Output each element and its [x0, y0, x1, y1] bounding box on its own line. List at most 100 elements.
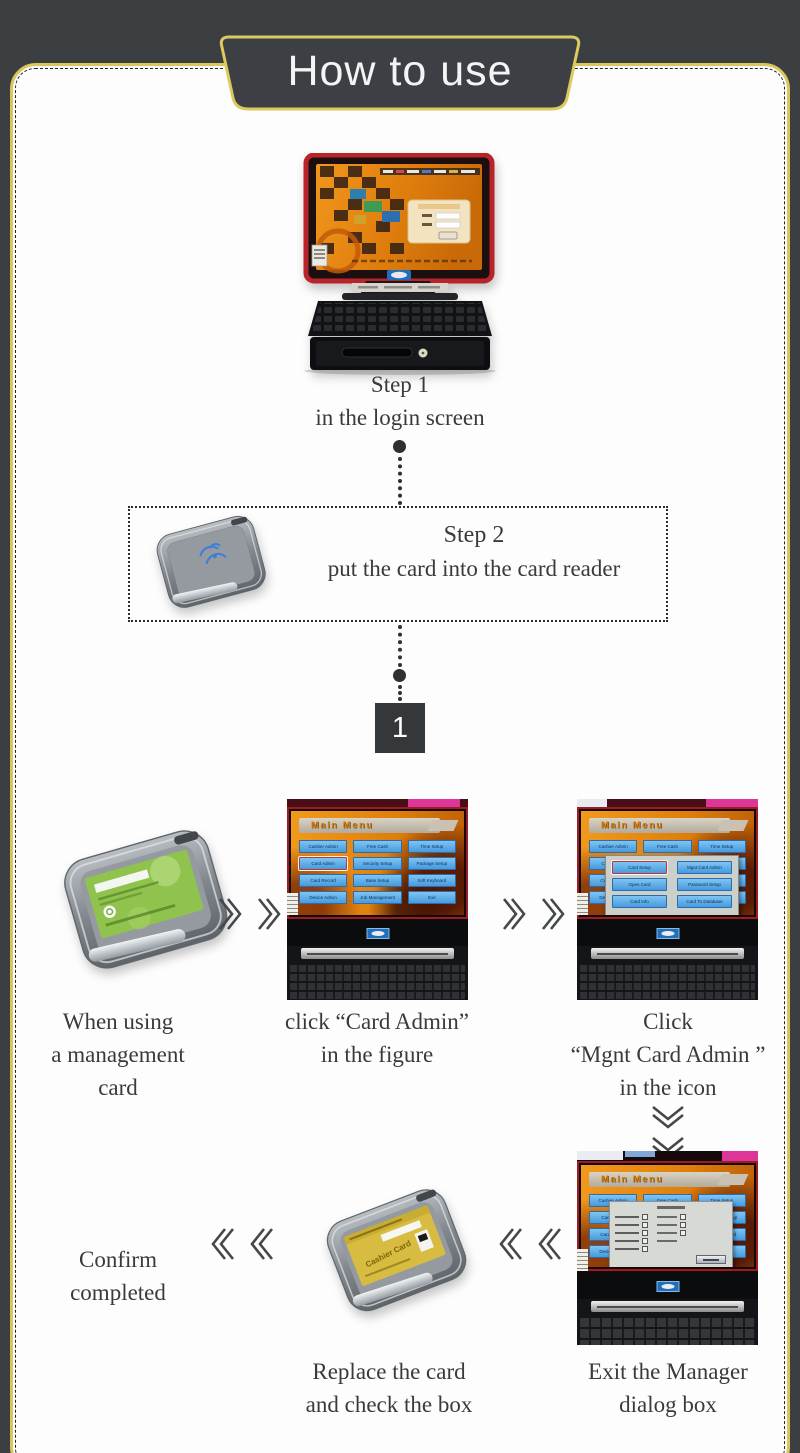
caption-line: a management	[51, 1042, 185, 1067]
caption-when-using: When using a management card	[18, 1005, 218, 1104]
dialog-button-mgnt-card-admin: Mgnt Card Admin	[677, 861, 732, 874]
paper-edge	[577, 799, 607, 807]
caption-line: in the figure	[320, 1042, 434, 1067]
menu-button: Security Setup	[353, 857, 402, 870]
menu-button: Time Setup	[697, 840, 746, 853]
card-label-chip	[414, 1229, 434, 1252]
connector-dot	[393, 440, 406, 453]
card-reader-photo	[146, 514, 278, 616]
login-dialog	[407, 199, 471, 244]
step1-subtitle: in the login screen	[315, 405, 485, 430]
cash-drawer	[304, 337, 496, 375]
title-banner: How to use	[215, 34, 585, 112]
monitor-bezel	[287, 919, 468, 947]
card-slot-notch	[416, 1189, 437, 1202]
main-menu-header: Main Menu	[299, 818, 440, 833]
paper-edge	[577, 1151, 623, 1160]
card-slot-lip	[88, 929, 186, 962]
main-menu-title: Main Menu	[601, 820, 664, 831]
caption-click-mgnt-card-admin: Click “Mgnt Card Admin ” in the icon	[543, 1005, 793, 1104]
dialog-button: Card To Database	[677, 895, 732, 908]
main-menu-title: Main Menu	[601, 1174, 664, 1185]
main-menu-header: Main Menu	[589, 818, 730, 833]
banner-shape	[219, 35, 581, 111]
main-menu-screenshot: Main Menu Cashier Admin Free Cash Time S…	[287, 799, 468, 1000]
menu-button: Base Setup	[353, 874, 402, 887]
dialog-button: Password Setup	[677, 878, 732, 891]
manager-dialog-screenshot: Main Menu Cashier Admin Free Cash Time S…	[577, 1151, 758, 1345]
cashier-card-reader-photo: Cashier Card	[318, 1178, 478, 1330]
caption-line: Replace the card	[312, 1359, 466, 1384]
step2-subtitle: put the card into the card reader	[327, 556, 621, 581]
caption-line: card	[98, 1075, 138, 1100]
menu-button: Time Setup	[407, 840, 456, 853]
management-card	[85, 849, 204, 939]
photo-edge	[287, 799, 468, 808]
pink-sticker	[706, 799, 758, 810]
caption-line: completed	[70, 1280, 166, 1305]
pos-screen: Main Menu Cashier Admin Free Cash Time S…	[581, 811, 754, 915]
pos-screen: Main Menu Cashier Admin Free Cash Time S…	[581, 1165, 754, 1267]
pos-monitor	[303, 153, 495, 284]
monitor-frame: Main Menu Cashier Admin Free Cash Time S…	[577, 807, 758, 919]
drawer-handle	[341, 347, 413, 358]
pink-sticker	[408, 799, 460, 810]
menu-button: Card Record	[299, 874, 348, 887]
cashier-card: Cashier Card	[343, 1205, 446, 1286]
monitor-bezel	[577, 1273, 758, 1299]
pos-terminal-photo	[290, 153, 510, 375]
connector-line	[398, 625, 402, 667]
connector-line	[398, 685, 402, 701]
manager-dialog-title	[657, 1206, 685, 1209]
pink-sticker	[722, 1151, 758, 1162]
pos-stand	[342, 281, 458, 300]
paper-edge	[625, 1151, 655, 1157]
caption-line: in the icon	[619, 1075, 717, 1100]
bezel-sticker	[311, 244, 328, 267]
card-slot-lip	[352, 1272, 433, 1307]
menu-button-card-admin: Card Admin	[297, 856, 349, 871]
monitor-bezel	[577, 919, 758, 947]
brand-logo-chip	[366, 928, 389, 939]
connector-line	[398, 457, 402, 505]
card-reader-body	[64, 830, 228, 969]
dialog-button: Card Info	[612, 895, 667, 908]
main-menu-header: Main Menu	[589, 1172, 730, 1187]
manager-dialog	[609, 1201, 733, 1267]
caption-confirm-completed: Confirm completed	[28, 1243, 208, 1309]
menu-button: Device Admin	[299, 891, 348, 904]
bezel-sticker	[577, 1249, 588, 1271]
manager-dialog-button	[696, 1255, 726, 1264]
card-admin-dialog: Card Setup Mgnt Card Admin Open Card Pas…	[605, 855, 739, 915]
menu-button: Job Management	[353, 891, 402, 904]
card-admin-screenshot: Main Menu Cashier Admin Free Cash Time S…	[577, 799, 758, 1000]
monitor-stand	[301, 948, 454, 959]
card-reader-body: Cashier Card	[326, 1189, 467, 1312]
section-marker-1: 1	[375, 703, 425, 753]
caption-replace-card: Replace the card and check the box	[278, 1355, 500, 1421]
step1-caption: Step 1 in the login screen	[250, 368, 550, 434]
caption-line: dialog box	[619, 1392, 717, 1417]
caption-line: Exit the Manager	[588, 1359, 748, 1384]
screen-title-strip	[380, 168, 480, 175]
caption-line: click “Card Admin”	[285, 1009, 469, 1034]
arrow-left-icon	[210, 1226, 275, 1262]
pos-screen: Main Menu Cashier Admin Free Cash Time S…	[291, 811, 464, 915]
menu-button: Package Setup	[407, 857, 456, 870]
arrow-right-icon	[217, 896, 282, 932]
management-card-reader-photo	[52, 824, 242, 984]
caption-line: Click	[643, 1009, 693, 1034]
monitor-frame: Main Menu Cashier Admin Free Cash Time S…	[577, 1161, 758, 1271]
step1-title: Step 1	[370, 372, 430, 397]
arrow-left-icon	[498, 1226, 563, 1262]
caption-click-card-admin: click “Card Admin” in the figure	[262, 1005, 492, 1071]
monitor-stand	[591, 948, 744, 959]
monitor-frame: Main Menu Cashier Admin Free Cash Time S…	[287, 807, 468, 919]
caption-line: Confirm	[79, 1247, 157, 1272]
step2-caption: Step 2 put the card into the card reader	[290, 522, 658, 582]
dialog-button: Open Card	[612, 878, 667, 891]
bezel-sticker	[287, 893, 298, 915]
menu-button: Free Cash	[353, 840, 402, 853]
menu-button: Exit	[407, 891, 456, 904]
